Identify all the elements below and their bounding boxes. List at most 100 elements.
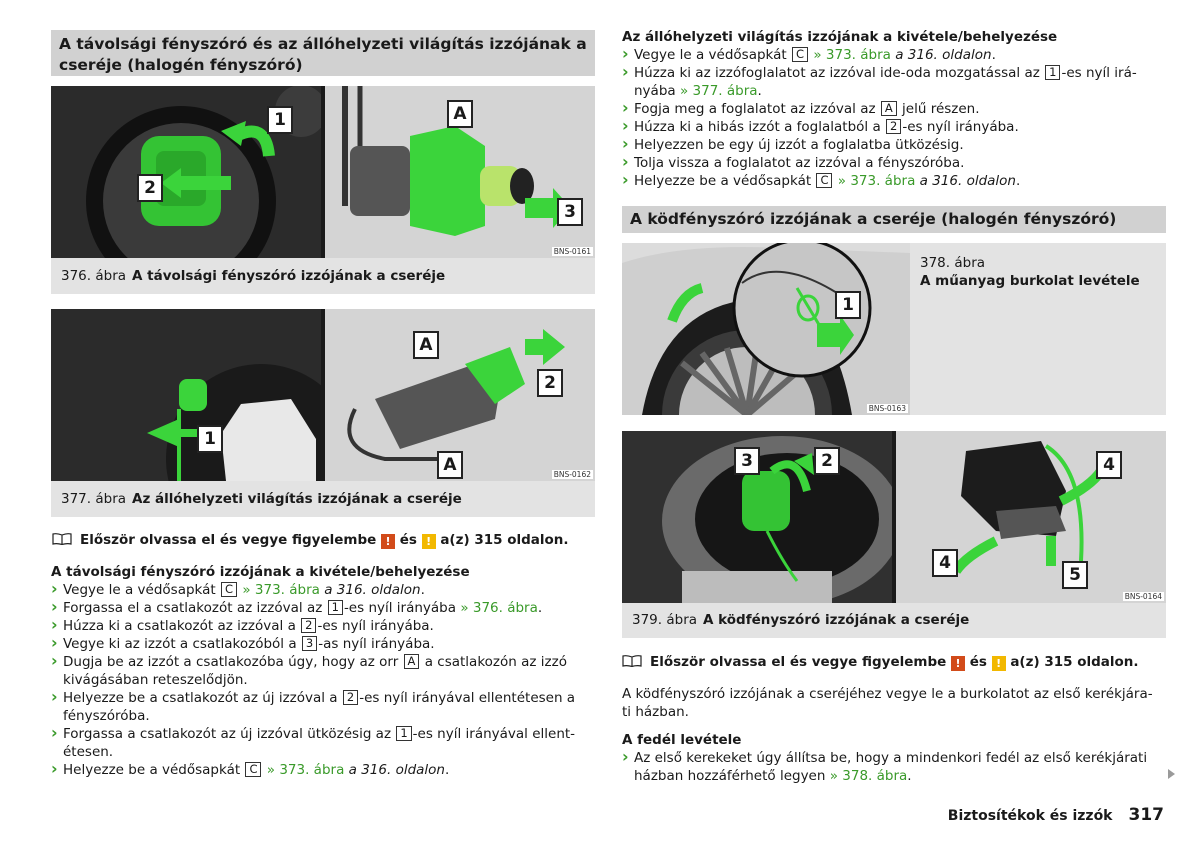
book-icon	[622, 655, 642, 667]
page-footer: Biztosítékok és izzók 317	[948, 805, 1164, 825]
parking-light-housing-illustration	[51, 309, 356, 481]
callout-ref: 1	[327, 600, 343, 615]
note-and: és	[969, 654, 987, 670]
figure-379-caption: 379. ábra A ködfényszóró izzójának a cser…	[622, 603, 1166, 638]
figure-link[interactable]: » 373. ábra	[242, 582, 320, 598]
callout-5: 5	[1062, 561, 1088, 589]
step: Helyezzen be egy új izzót a foglalatba ü…	[622, 135, 1166, 154]
subhead-headlight-bulb: A távolsági fényszóró izzójának a kivéte…	[51, 564, 470, 580]
callout-2: 2	[137, 174, 163, 202]
callout-ref: C	[245, 762, 262, 777]
figure-379-image: 3 2 4 4 5 BNS-0164	[622, 431, 1166, 603]
subhead-cover-removal: A fedél levétele	[622, 732, 742, 748]
step: Forgassa a csatlakozót az új izzóval ütk…	[51, 724, 595, 761]
step: Helyezze be a csatlakozót az új izzóval …	[51, 688, 595, 725]
callout-ref: A	[403, 654, 420, 669]
callout-1: 1	[197, 425, 223, 453]
note-page: a(z) 315 oldalon.	[1010, 654, 1139, 670]
callout-3: 3	[734, 447, 760, 475]
warning-red-icon: !	[381, 534, 395, 549]
note-text: Először olvassa el és vegye figyelembe	[650, 654, 947, 670]
callout-2: 2	[537, 369, 563, 397]
callout-ref: 3	[301, 636, 318, 651]
figure-number: 376. ábra	[61, 268, 127, 284]
callout-1: 1	[835, 291, 861, 319]
foglight-intro: A ködfényszóró izzójának a cseréjéhez ve…	[622, 685, 1170, 785]
callout-A: A	[447, 100, 473, 128]
figure-code: BNS-0162	[551, 470, 593, 479]
figure-377-caption: 377. ábra Az állóhelyzeti világítás izzój…	[51, 481, 595, 517]
left-instructions: A távolsági fényszóró izzójának a kivéte…	[51, 563, 595, 779]
figure-number: 379. ábra	[632, 612, 698, 628]
figure-link[interactable]: » 373. ábra	[837, 173, 916, 189]
figure-title: A ködfényszóró izzójának a cseréje	[703, 612, 970, 628]
warning-yellow-icon: !	[421, 534, 436, 549]
first-read-note: Először olvassa el és vegye figyelembe !…	[52, 531, 569, 549]
note-text: Először olvassa el és vegye figyelembe	[80, 532, 377, 548]
figure-link[interactable]: » 377. ábra	[679, 83, 758, 99]
callout-ref: A	[880, 101, 897, 116]
callout-ref: C	[221, 582, 238, 597]
figure-link[interactable]: » 373. ábra	[813, 47, 891, 63]
figure-title: A távolsági fényszóró izzójának a cseréj…	[132, 268, 446, 284]
callout-A: A	[437, 451, 463, 479]
book-icon	[52, 533, 72, 545]
callout-ref: 2	[342, 690, 359, 705]
step: Húzza ki az izzófoglalatot az izzóval id…	[622, 63, 1166, 100]
step: Forgassa el a csatlakozót az izzóval az …	[51, 598, 595, 617]
subhead-parking-bulb: Az állóhelyzeti világítás izzójának a ki…	[622, 29, 1058, 45]
note-page: a(z) 315 oldalon.	[440, 532, 569, 548]
continue-arrow-icon	[1168, 769, 1175, 779]
chapter-title: Biztosítékok és izzók	[947, 808, 1113, 824]
first-read-note: Először olvassa el és vegye figyelembe !…	[622, 653, 1139, 671]
foglight-bulb-illustration	[896, 431, 1166, 603]
note-and: és	[399, 532, 417, 548]
figure-number: 378. ábra	[920, 255, 986, 271]
figure-code: BNS-0163	[866, 404, 908, 413]
step: Húzza ki a csatlakozót az izzóval a 2-es…	[51, 616, 595, 635]
callout-4: 4	[1096, 451, 1122, 479]
warning-red-icon: !	[951, 656, 965, 671]
figure-378-image: 1 BNS-0163	[622, 243, 910, 415]
step: Vegye le a védősapkát C » 373. ábra a 31…	[622, 45, 1166, 64]
section-title-foglight: A ködfényszóró izzójának a cseréje (halo…	[622, 206, 1166, 233]
step: Vegye le a védősapkát C » 373. ábra a 31…	[51, 580, 595, 599]
callout-3: 3	[557, 198, 583, 226]
figure-title: A műanyag burkolat levétele	[920, 273, 1140, 289]
callout-ref: C	[816, 173, 833, 188]
callout-1: 1	[267, 106, 293, 134]
step: Helyezze be a védősapkát C » 373. ábra a…	[622, 171, 1166, 190]
step: Helyezze be a védősapkát C » 373. ábra a…	[51, 760, 595, 779]
figure-code: BNS-0161	[551, 247, 593, 256]
callout-2: 2	[814, 447, 840, 475]
section-title-headlight: A távolsági fényszóró és az állóhelyzeti…	[51, 30, 595, 76]
callout-4: 4	[932, 549, 958, 577]
callout-A: A	[413, 331, 439, 359]
bulb-removal-illustration	[325, 86, 595, 258]
intro-paragraph: A ködfényszóró izzójának a cseréjéhez ve…	[622, 686, 1153, 720]
step: Tolja vissza a foglalatot az izzóval a f…	[622, 153, 1166, 172]
callout-ref: C	[792, 47, 809, 62]
step: Vegye ki az izzót a csatlakozóból a 3-as…	[51, 634, 595, 653]
step: Fogja meg a foglalatot az izzóval az A j…	[622, 99, 1166, 118]
page-number: 317	[1128, 805, 1165, 825]
figure-377-image: 1 A 2 A BNS-0162	[51, 309, 595, 481]
figure-code: BNS-0164	[1122, 592, 1164, 601]
wheel-arch-cover-illustration	[622, 243, 910, 415]
figure-376-caption: 376. ábra A távolsági fényszóró izzójának…	[51, 258, 595, 294]
figure-title: Az állóhelyzeti világítás izzójának a cs…	[132, 491, 462, 507]
callout-ref: 2	[886, 119, 902, 134]
figure-link[interactable]: » 373. ábra	[266, 762, 345, 778]
figure-number: 377. ábra	[61, 491, 127, 507]
callout-ref: 1	[396, 726, 412, 741]
step: Az első kerekeket úgy állítsa be, hogy a…	[622, 748, 1170, 785]
figure-376-image: 1 2 A 3 BNS-0161	[51, 86, 595, 258]
figure-link[interactable]: » 378. ábra	[829, 768, 908, 784]
right-instructions: Az állóhelyzeti világítás izzójának a ki…	[622, 28, 1166, 190]
step: Dugja be az izzót a csatlakozóba úgy, ho…	[51, 652, 595, 689]
step: Húzza ki a hibás izzót a foglalatból a 2…	[622, 117, 1166, 136]
warning-yellow-icon: !	[991, 656, 1006, 671]
figure-378-caption: 378. ábra A műanyag burkolat levétele	[910, 243, 1166, 415]
callout-ref: 1	[1045, 65, 1061, 80]
figure-link[interactable]: » 376. ábra	[460, 600, 538, 616]
